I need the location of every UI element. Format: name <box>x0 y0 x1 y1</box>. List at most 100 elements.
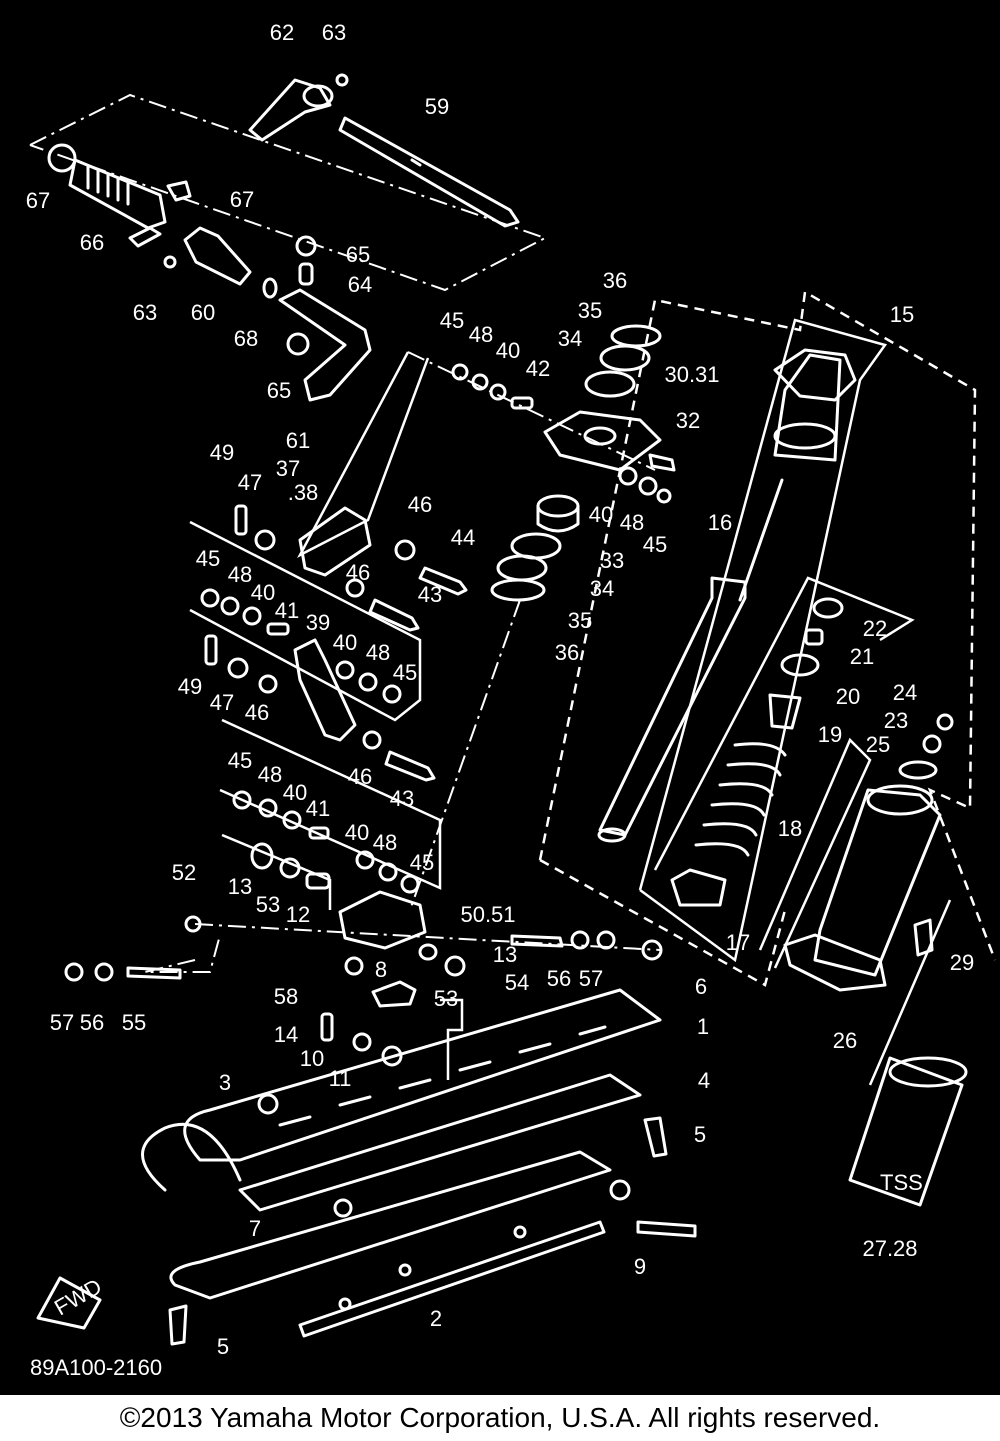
assembly-15-boundary-lower <box>539 858 787 987</box>
callout-label: 56 <box>547 966 571 991</box>
part-63-nut <box>335 73 349 87</box>
callout-label: 13 <box>228 874 252 899</box>
part-34-lower <box>510 532 562 560</box>
part-30-31-bore <box>583 426 617 446</box>
part-7-plate <box>333 1198 353 1218</box>
part-10-bushing <box>352 1032 372 1052</box>
part-47-bush-b <box>227 657 249 679</box>
part-18-spring <box>694 742 787 857</box>
part-29-bolt <box>913 918 934 957</box>
drawing-code: 89A100-2160 <box>30 1355 162 1380</box>
callout-label: 49 <box>210 440 234 465</box>
callout-label: 40 <box>345 820 369 845</box>
part-26-cylinder-top <box>866 784 934 816</box>
assembly-15-boundary <box>538 289 997 961</box>
callout-label: 35 <box>578 298 602 323</box>
part-47-bush-a <box>254 529 276 551</box>
linkage-group <box>189 351 656 910</box>
callout-label: 27.28 <box>862 1236 917 1261</box>
part-59-shaft-line <box>410 158 422 167</box>
part-57-nut-l <box>64 962 84 982</box>
cylinder-box <box>758 737 872 969</box>
part-64-pin <box>298 262 314 286</box>
callout-label: 20 <box>836 684 860 709</box>
part-66-coils <box>86 164 130 206</box>
callout-label: 46 <box>348 764 372 789</box>
part-56-washer-r <box>570 930 590 950</box>
callout-label: 57 <box>50 1010 74 1035</box>
part-66-spring-body <box>68 158 167 230</box>
part-48-a <box>220 596 240 616</box>
callout-label: 66 <box>80 230 104 255</box>
part-23-washer <box>922 734 942 754</box>
callout-label: 43 <box>418 582 442 607</box>
callout-label: 46 <box>408 492 432 517</box>
part-24-nut <box>936 713 954 731</box>
part-17-lower-seat <box>670 868 727 907</box>
part-27-28-cover-top <box>888 1056 968 1088</box>
callout-label: 26 <box>833 1028 857 1053</box>
part-43-bolt-b <box>384 750 436 782</box>
callout-label: 65 <box>346 242 370 267</box>
part-25-seal <box>898 760 938 780</box>
callout-label: 68 <box>234 326 258 351</box>
part-42 <box>510 396 534 410</box>
callout-label: 55 <box>122 1010 146 1035</box>
callout-label: 30.31 <box>664 362 719 387</box>
callout-label: 47 <box>238 470 262 495</box>
callout-label: 67 <box>230 187 254 212</box>
callout-label: 44 <box>451 525 475 550</box>
part-66-tab <box>128 226 162 248</box>
copyright-footer: ©2013 Yamaha Motor Corporation, U.S.A. A… <box>0 1395 1000 1441</box>
part-65-cap-b <box>286 332 310 356</box>
centerline-steering <box>409 599 521 911</box>
steering-arm-group <box>29 73 548 402</box>
callout-label: .38 <box>288 480 319 505</box>
callout-label: 25 <box>866 732 890 757</box>
callout-label: 48 <box>373 830 397 855</box>
part-27-28-cover <box>848 1056 964 1207</box>
callout-label: 58 <box>274 984 298 1009</box>
part-41-a <box>266 622 290 636</box>
callout-label: 34 <box>590 576 614 601</box>
centerline-link <box>407 351 656 471</box>
part-16-rod <box>738 478 784 602</box>
part-49-pin-b <box>204 634 218 666</box>
callout-label: 50.51 <box>460 902 515 927</box>
copyright-text: ©2013 Yamaha Motor Corporation, U.S.A. A… <box>119 1402 881 1433</box>
callout-label: 41 <box>306 796 330 821</box>
callout-label: 22 <box>863 616 887 641</box>
callout-label: 53 <box>256 892 280 917</box>
part-63-nut-lower <box>163 255 177 269</box>
ski-group <box>141 988 697 1346</box>
bearing-stack-group <box>409 324 676 911</box>
fwd-arrow <box>36 1276 102 1330</box>
part-59-shaft <box>338 116 520 228</box>
part-16-damper-end <box>597 827 627 843</box>
part-53-a <box>279 857 301 879</box>
callout-label: 63 <box>322 20 346 45</box>
part-11-washer <box>381 1045 403 1067</box>
part-45-c <box>232 790 252 810</box>
callout-label: 49 <box>178 674 202 699</box>
part-48-top <box>471 373 489 391</box>
callout-label: 7 <box>249 1216 261 1241</box>
axle-centerline-left <box>144 934 221 973</box>
callout-label: 29 <box>950 950 974 975</box>
part-40-top <box>489 383 507 401</box>
callout-label: 48 <box>228 562 252 587</box>
axle-centerline <box>194 923 661 951</box>
callout-label: 32 <box>676 408 700 433</box>
part-45-right <box>656 488 672 504</box>
part-26-cylinder <box>813 788 942 977</box>
callout-label: 17 <box>726 930 750 955</box>
part-5-bolt-top <box>643 1116 668 1158</box>
callout-label: 24 <box>893 680 917 705</box>
callout-label: 37 <box>276 456 300 481</box>
callout-label: 61 <box>286 428 310 453</box>
callout-label: 18 <box>778 816 802 841</box>
part-32-bolt <box>648 453 676 472</box>
callout-label: 63 <box>133 300 157 325</box>
part-15-top-mount <box>773 348 857 402</box>
callout-label: 65 <box>267 378 291 403</box>
